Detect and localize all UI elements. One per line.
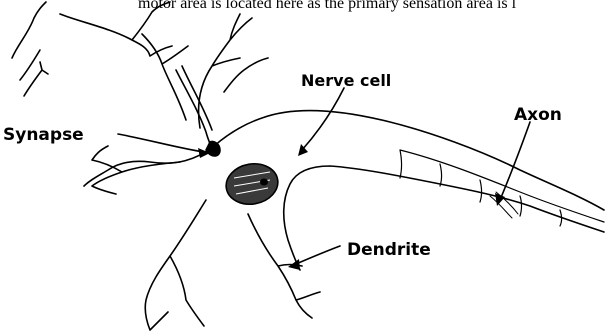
dendrite-fragment-left bbox=[24, 62, 48, 96]
dendrite-upper-right bbox=[224, 58, 268, 92]
dendrite-label: Dendrite bbox=[347, 240, 431, 260]
synapse-label: Synapse bbox=[3, 125, 84, 145]
nucleus bbox=[223, 160, 281, 208]
nerve-cell-arrow-line bbox=[302, 88, 344, 150]
axon-label: Axon bbox=[514, 105, 562, 125]
cell-body-outline bbox=[84, 110, 604, 210]
dendrite-left bbox=[92, 146, 180, 194]
dendrite-lower-right bbox=[248, 214, 320, 318]
dendrite-lower-left bbox=[145, 200, 206, 330]
axon-arrow-line bbox=[500, 122, 530, 200]
axon-lower-edge bbox=[284, 166, 604, 270]
synapse-arrow-line bbox=[118, 134, 204, 152]
dendrite-upper-left bbox=[60, 2, 172, 56]
dendrite-arrow-line bbox=[296, 246, 340, 264]
nerve-cell-label: Nerve cell bbox=[301, 71, 391, 90]
